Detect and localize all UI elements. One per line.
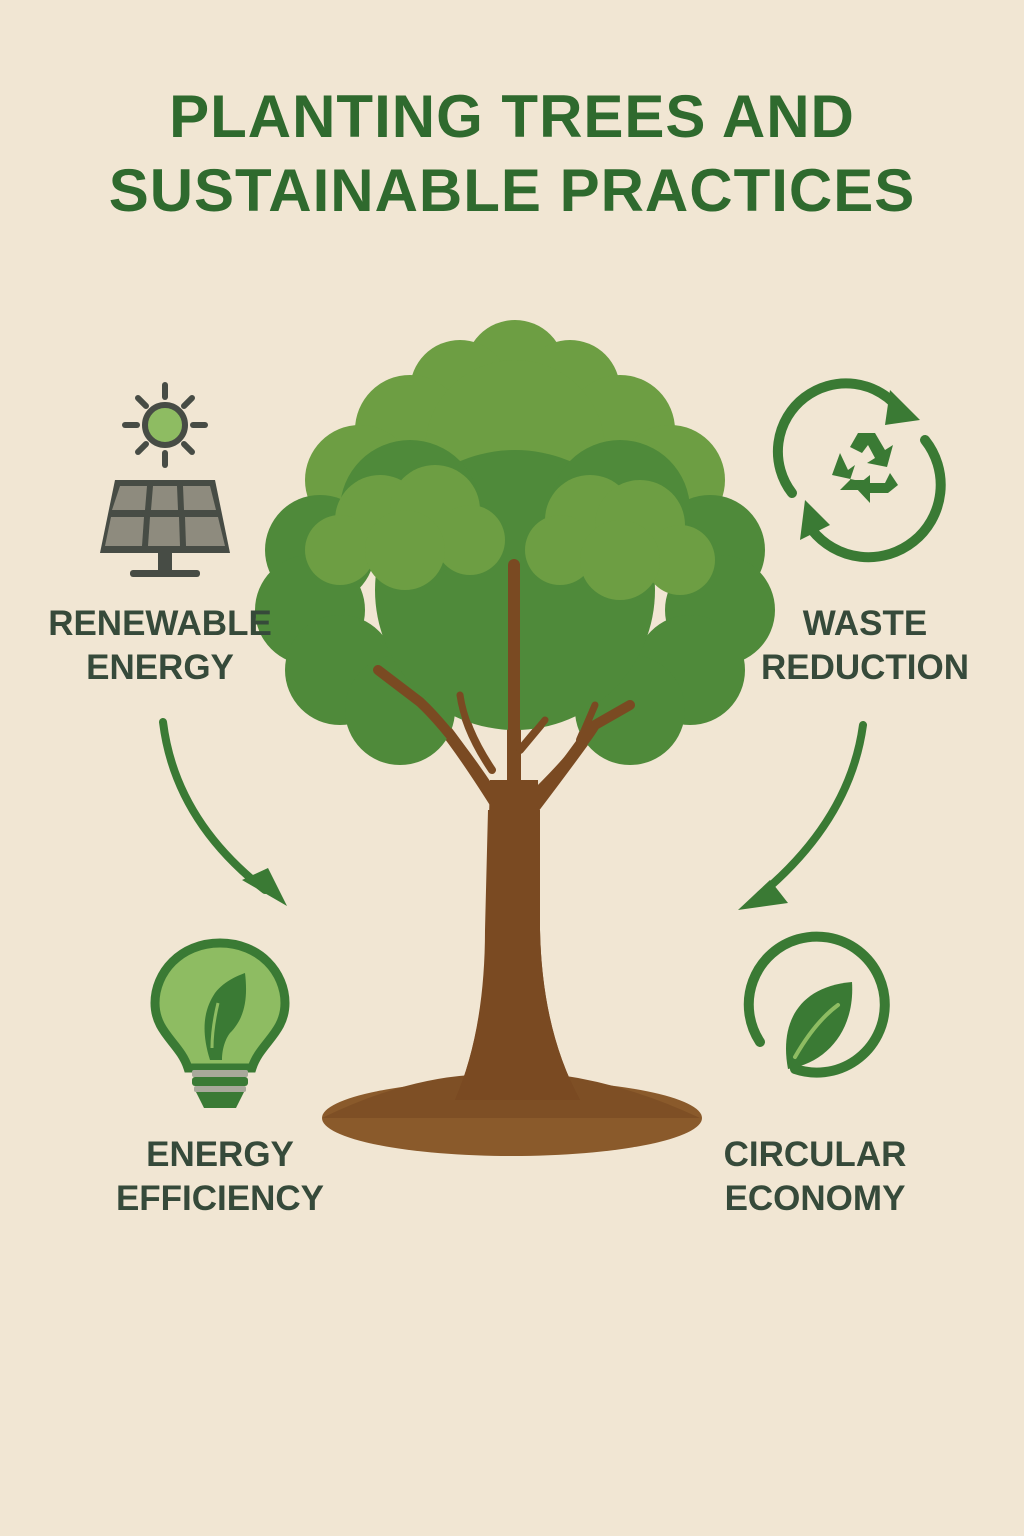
arrow-left-icon [159, 718, 287, 906]
label-energy-efficiency: ENERGY EFFICIENCY [115, 1135, 325, 1218]
label-circular-economy: CIRCULAR ECONOMY [723, 1135, 907, 1218]
title-line-2: SUSTAINABLE PRACTICES [108, 157, 916, 224]
tree-icon [255, 320, 775, 1156]
circular-leaf-icon [743, 931, 890, 1078]
label-waste-reduction: WASTE REDUCTION [760, 604, 970, 687]
label-renewable-energy: RENEWABLE ENERGY [48, 604, 272, 687]
lightbulb-leaf-icon [150, 938, 290, 1108]
page-title: PLANTING TREES AND SUSTAINABLE PRACTICES [0, 80, 1024, 228]
recycle-icon [772, 378, 946, 563]
title-line-1: PLANTING TREES AND [169, 83, 855, 150]
arrow-right-icon [738, 721, 867, 910]
solar-panel-icon [100, 382, 230, 577]
